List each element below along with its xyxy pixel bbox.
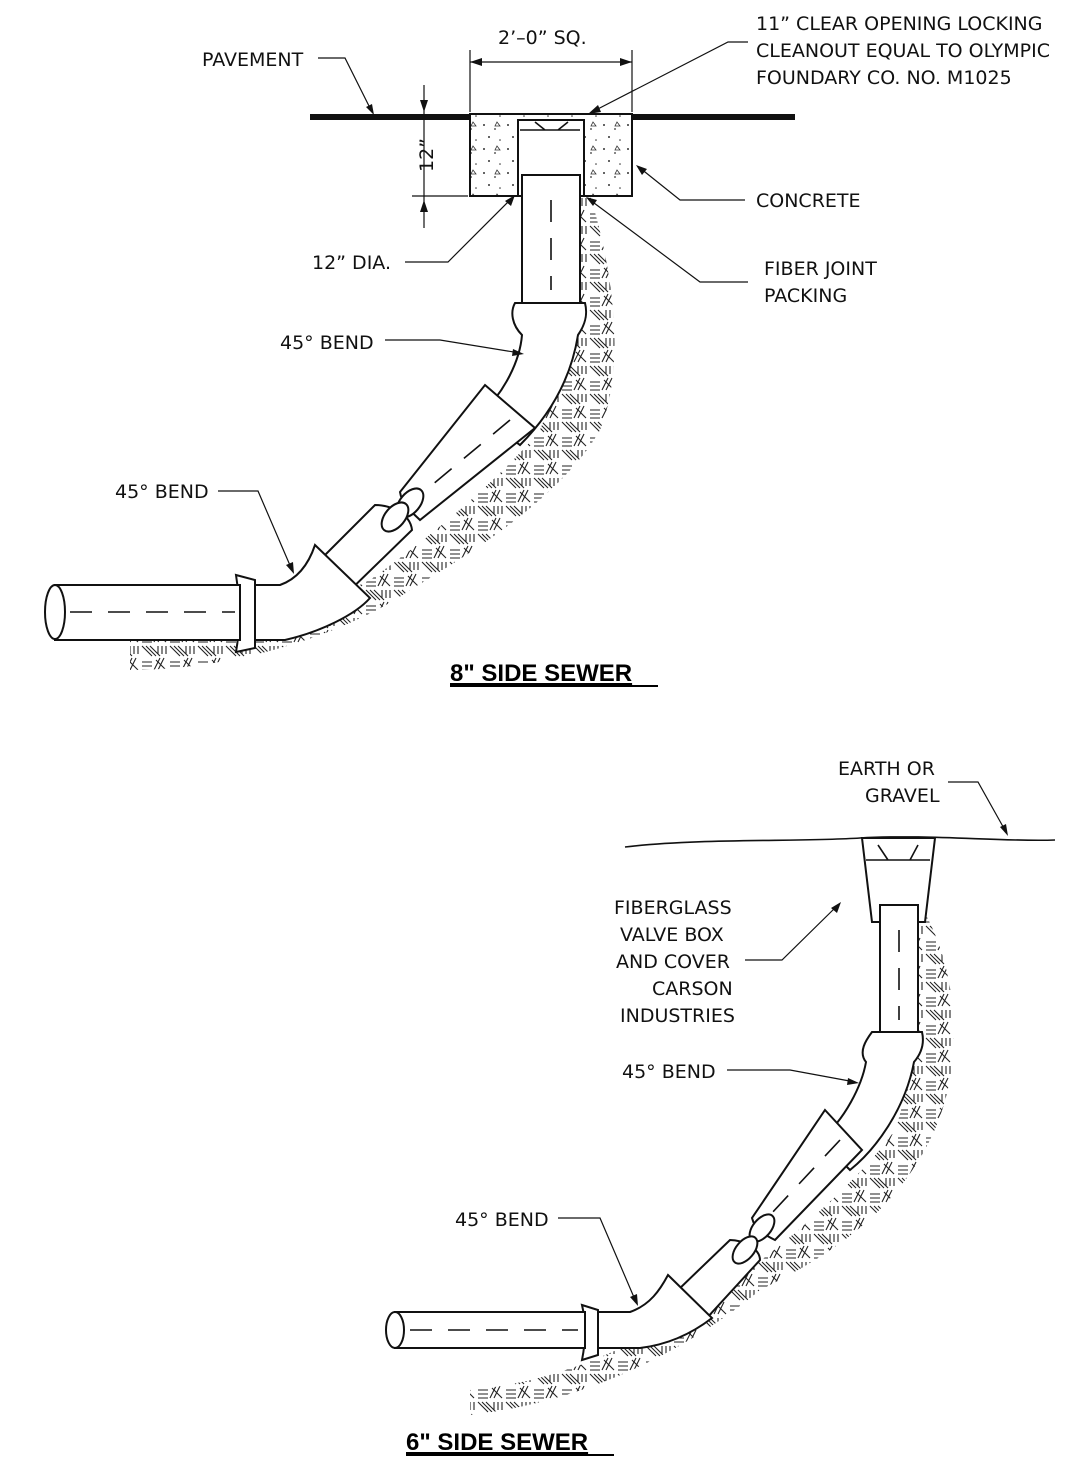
valve-label-line4: CARSON [652, 978, 733, 1000]
earth-leader [948, 781, 1007, 833]
bend-c-leader-arrow [847, 1078, 859, 1085]
lower-45-bend [249, 543, 372, 641]
valve-leader-arrow [831, 902, 841, 913]
earth-label-line2: GRAVEL [865, 785, 940, 807]
valve-label-line5: INDUSTRIES [620, 1005, 735, 1027]
dia-leader [405, 197, 513, 263]
bend-a-leader [385, 339, 521, 354]
lower-pipe-break-bottom [731, 1235, 759, 1265]
depth-label: 12” [416, 138, 438, 172]
fiber-label-line2: PACKING [764, 285, 847, 307]
valve-label-line1: FIBERGLASS [614, 897, 732, 919]
earth-label-line1: EARTH OR [838, 758, 935, 780]
bend-b-leader [218, 490, 293, 571]
bend-b-leader-arrow [286, 562, 294, 574]
dia-label: 12” DIA. [312, 252, 391, 274]
fiberglass-valve-box [860, 837, 937, 923]
earth-gravel-surface [624, 836, 1056, 848]
bend-label-lower-bottom: 45° BEND [455, 1209, 549, 1231]
width-dimension-label: 2’–0” SQ. [498, 27, 587, 49]
bend-label-lower: 45° BEND [115, 481, 209, 503]
pavement-label: PAVEMENT [202, 49, 304, 71]
bend-label-upper-bottom: 45° BEND [622, 1061, 716, 1083]
fiber-leader-arrow [586, 197, 597, 206]
concrete-label: CONCRETE [756, 190, 861, 212]
horizontal-pipe-break-bottom [385, 1311, 405, 1349]
bend-d-leader-arrow [630, 1294, 638, 1306]
top-diagram-title: 8" SIDE SEWER [450, 660, 632, 687]
fiber-label-line1: FIBER JOINT [764, 258, 877, 280]
concrete-leader [639, 167, 745, 201]
dia-leader-arrow [505, 195, 515, 206]
eight-inch-side-sewer-diagram: PAVEMENT 2’–0” SQ. 11” CLEAR OPENING LOC… [44, 13, 1050, 687]
horizontal-pipe-break [44, 584, 66, 640]
cleanout-lid [520, 121, 580, 131]
depth-dim-arrow-top [420, 100, 428, 112]
cleanout-label-line1: 11” CLEAR OPENING LOCKING [756, 13, 1043, 35]
bottom-diagram-title: 6" SIDE SEWER [406, 1429, 588, 1456]
pavement-leader [318, 57, 373, 113]
upper-diagonal-centerline [419, 419, 511, 496]
concrete-leader-arrow [636, 165, 647, 175]
pavement-leader-arrow [366, 104, 374, 115]
earth-leader-arrow [1000, 824, 1008, 836]
fiber-leader [589, 199, 748, 283]
cleanout-label-line2: CLEANOUT EQUAL TO OLYMPIC [756, 40, 1050, 62]
lower-pipe-break [380, 501, 410, 533]
upper-diagonal-centerline-bottom [769, 1139, 841, 1216]
width-dim-arrow-right [620, 58, 632, 66]
bend-c-leader [727, 1069, 856, 1083]
valve-label-line2: VALVE BOX [620, 924, 724, 946]
bend-label-upper: 45° BEND [280, 332, 374, 354]
valve-box-cover [866, 844, 930, 861]
bend-a-leader-arrow [512, 349, 524, 356]
cleanout-leader-arrow [588, 105, 601, 114]
bend-d-leader [558, 1217, 637, 1303]
depth-dim-arrow-bottom [420, 200, 428, 212]
cleanout-leader [591, 41, 748, 113]
six-inch-side-sewer-diagram: EARTH OR GRAVEL FIBERGLASS VALVE BOX AND… [385, 758, 1056, 1456]
cleanout-label-line3: FOUNDARY CO. NO. M1025 [756, 67, 1012, 89]
valve-label-line3: AND COVER [616, 951, 730, 973]
valve-leader [745, 904, 839, 961]
lower-45-bend-bottom [597, 1273, 714, 1349]
width-dim-arrow-left [470, 58, 482, 66]
